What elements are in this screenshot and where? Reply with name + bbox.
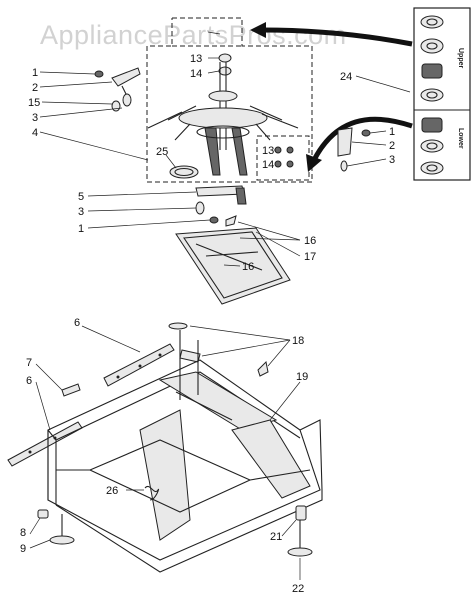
triangular-tray — [175, 227, 291, 305]
callout-2: 2 — [389, 140, 395, 152]
callout-15: 15 — [28, 97, 40, 109]
callout-9: 9 — [20, 543, 26, 555]
callout-2: 2 — [32, 82, 38, 94]
callout-1: 1 — [32, 67, 38, 79]
callout-24: 24 — [340, 71, 352, 83]
transmission-assembly — [147, 62, 299, 176]
callout-8: 8 — [20, 527, 26, 539]
leader-lines — [29, 31, 411, 580]
callout-3: 3 — [78, 206, 84, 218]
callout-1: 1 — [389, 126, 395, 138]
callout-17: 17 — [304, 251, 316, 263]
lower-bearing-set — [420, 117, 444, 175]
corner-clips — [168, 322, 269, 377]
callout-3: 3 — [389, 154, 395, 166]
bearing-kit-box: Upper Lower — [413, 7, 471, 181]
callout-labels: 1 2 15 3 4 13 14 24 25 13 14 1 2 3 5 3 1… — [20, 53, 395, 595]
spring-clip — [144, 486, 160, 501]
callout-1: 1 — [78, 223, 84, 235]
callout-13: 13 — [262, 145, 274, 157]
pulley-ring — [169, 165, 199, 179]
base-frame — [47, 330, 323, 573]
callout-7: 7 — [26, 357, 32, 369]
rail-clip — [61, 383, 81, 397]
callout-22: 22 — [292, 583, 304, 595]
lower-bearing-parts — [274, 146, 294, 168]
rear-leveling-leg — [287, 505, 313, 557]
callout-16: 16 — [242, 261, 254, 273]
callout-25: 25 — [156, 146, 168, 158]
support-bar — [195, 185, 247, 224]
watermark-text: AppliancePartsPros.com — [40, 20, 347, 50]
callout-18: 18 — [292, 335, 304, 347]
upper-side-rail — [103, 343, 175, 387]
upper-bearing-label: Upper — [457, 48, 464, 69]
callout-5: 5 — [78, 191, 84, 203]
callout-14: 14 — [190, 68, 202, 80]
callout-3: 3 — [32, 112, 38, 124]
left-mounting-bracket — [94, 67, 141, 112]
callout-13: 13 — [190, 53, 202, 65]
callout-6: 6 — [74, 317, 80, 329]
front-leveling-leg — [37, 509, 75, 545]
upper-bearing-parts — [218, 53, 232, 76]
callout-6: 6 — [26, 375, 32, 387]
direction-arrows — [250, 22, 413, 172]
upper-bearing-set — [420, 15, 444, 102]
callout-4: 4 — [32, 127, 38, 139]
callout-16: 16 — [304, 235, 316, 247]
callout-19: 19 — [296, 371, 308, 383]
callout-21: 21 — [270, 531, 282, 543]
lower-side-rail — [7, 421, 83, 467]
callout-26: 26 — [106, 485, 118, 497]
lower-bearing-label: Lower — [457, 128, 464, 149]
callout-14: 14 — [262, 159, 274, 171]
